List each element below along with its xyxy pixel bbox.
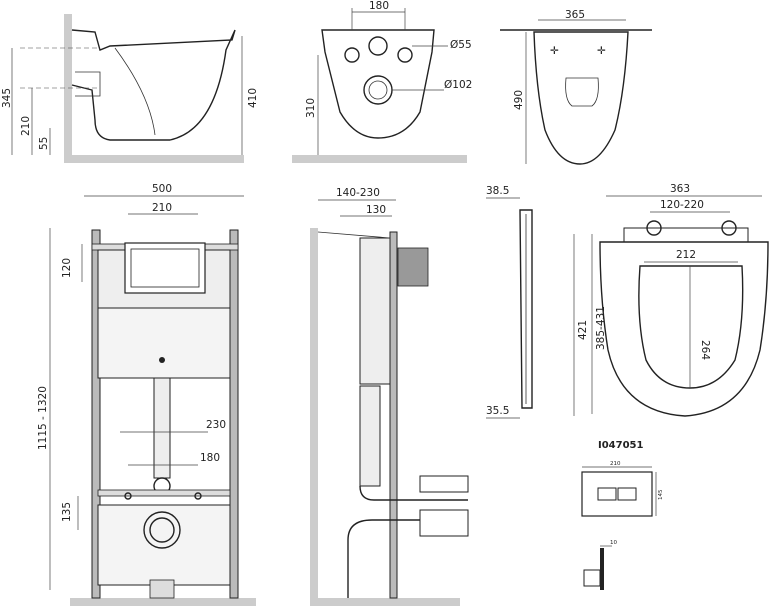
flush-pipe — [153, 377, 171, 479]
lower-frame — [97, 504, 231, 586]
bolt-hole-right — [397, 47, 413, 63]
hinge-left — [646, 220, 662, 236]
cistern-screw — [159, 357, 165, 363]
dim-490: 490 — [513, 90, 525, 110]
pipe-side — [359, 385, 381, 487]
pipe-bend — [359, 485, 468, 501]
cistern-tank — [97, 307, 231, 379]
dim-210: 210 — [20, 116, 32, 136]
dim-d55: Ø55 — [450, 39, 472, 51]
dim-130: 130 — [366, 204, 386, 216]
flush-plate: I047051 210 145 10 — [581, 440, 664, 590]
fix-mark-right: ✛ — [597, 45, 606, 57]
floor-section — [310, 598, 460, 606]
frame-side-view: 140-230 130 — [310, 187, 469, 606]
flush-button-left — [597, 487, 617, 501]
floor-section — [64, 155, 244, 163]
flush-button-right — [617, 487, 637, 501]
wall-section — [310, 228, 318, 598]
connector-upper — [419, 475, 469, 493]
frame-post-left — [91, 229, 101, 599]
bowl-opening — [565, 77, 599, 107]
product-code: I047051 — [598, 440, 644, 451]
flush-unit-side — [397, 247, 429, 287]
dim-212: 212 — [676, 249, 696, 261]
plate-side-profile — [600, 548, 604, 590]
inlet-hole — [368, 36, 388, 56]
bolt-hole-left — [344, 47, 360, 63]
bowl-outline — [71, 29, 236, 141]
seat-outline — [599, 241, 769, 417]
bowl-rear-view: 180 Ø55 Ø102 310 — [292, 0, 472, 163]
dim-310: 310 — [305, 98, 317, 118]
fixing-rod — [317, 231, 391, 239]
dim-264: 264 — [699, 340, 711, 360]
dim-180: 180 — [200, 452, 220, 464]
stud-2 — [194, 492, 202, 500]
crossbar — [97, 489, 231, 497]
outlet-inner — [368, 80, 388, 100]
outlet-pipe — [75, 71, 101, 97]
hinge-right — [721, 220, 737, 236]
bowl-inner — [114, 47, 156, 136]
bowl-top-view: ✛ ✛ 365 490 — [500, 9, 652, 165]
frame-post — [389, 231, 398, 599]
floor-section — [70, 598, 256, 606]
dim-d102: Ø102 — [444, 79, 472, 91]
dim-230: 230 — [206, 419, 226, 431]
plate-dim-145: 145 — [658, 489, 664, 500]
dim-410: 410 — [247, 88, 259, 108]
foot-support — [149, 579, 175, 599]
dim-120-220: 120-220 — [660, 199, 704, 211]
bowl-rear-outline — [321, 29, 435, 139]
dim-55: 55 — [38, 137, 50, 150]
seat-side-profile — [519, 209, 533, 409]
frame-front-view: 500 210 120 1115 - 1320 230 180 135 — [37, 183, 256, 606]
seat-opening — [638, 265, 744, 389]
fix-mark-left: ✛ — [550, 45, 559, 57]
flush-opening-inner — [130, 248, 200, 288]
dim-35-5: 35.5 — [486, 405, 509, 417]
dim-365: 365 — [565, 9, 585, 21]
seat-top-view: 363 120-220 212 385-431 421 264 — [573, 183, 769, 417]
drain-outer — [143, 511, 181, 549]
plate-button-side — [583, 569, 601, 587]
stud-1 — [124, 492, 132, 500]
dim-1115-1320: 1115 - 1320 — [37, 386, 49, 450]
connector-lower — [419, 509, 469, 537]
bowl-side-view: 345 210 55 410 — [1, 14, 259, 163]
cistern-side — [359, 237, 391, 385]
flush-plate-outline — [581, 471, 653, 517]
drain-bend — [347, 519, 420, 598]
dim-385-431: 385-431 — [595, 306, 607, 350]
floor-section — [292, 155, 467, 163]
dim-210: 210 — [152, 202, 172, 214]
dim-38-5: 38.5 — [486, 185, 509, 197]
frame-post-right — [229, 229, 239, 599]
dim-500: 500 — [152, 183, 172, 195]
dim-180: 180 — [369, 0, 389, 12]
dim-421: 421 — [577, 320, 589, 340]
plate-dim-10: 10 — [610, 540, 617, 546]
dim-120: 120 — [61, 258, 73, 278]
dim-363: 363 — [670, 183, 690, 195]
plate-dim-210: 210 — [610, 461, 621, 467]
dim-345: 345 — [1, 88, 13, 108]
seat-side-view: 38.5 35.5 — [486, 185, 533, 419]
outlet-hole — [363, 75, 393, 105]
drain-inner — [149, 517, 175, 543]
dim-140-230: 140-230 — [336, 187, 380, 199]
bowl-top-outline — [533, 31, 629, 165]
dim-135: 135 — [61, 502, 73, 522]
